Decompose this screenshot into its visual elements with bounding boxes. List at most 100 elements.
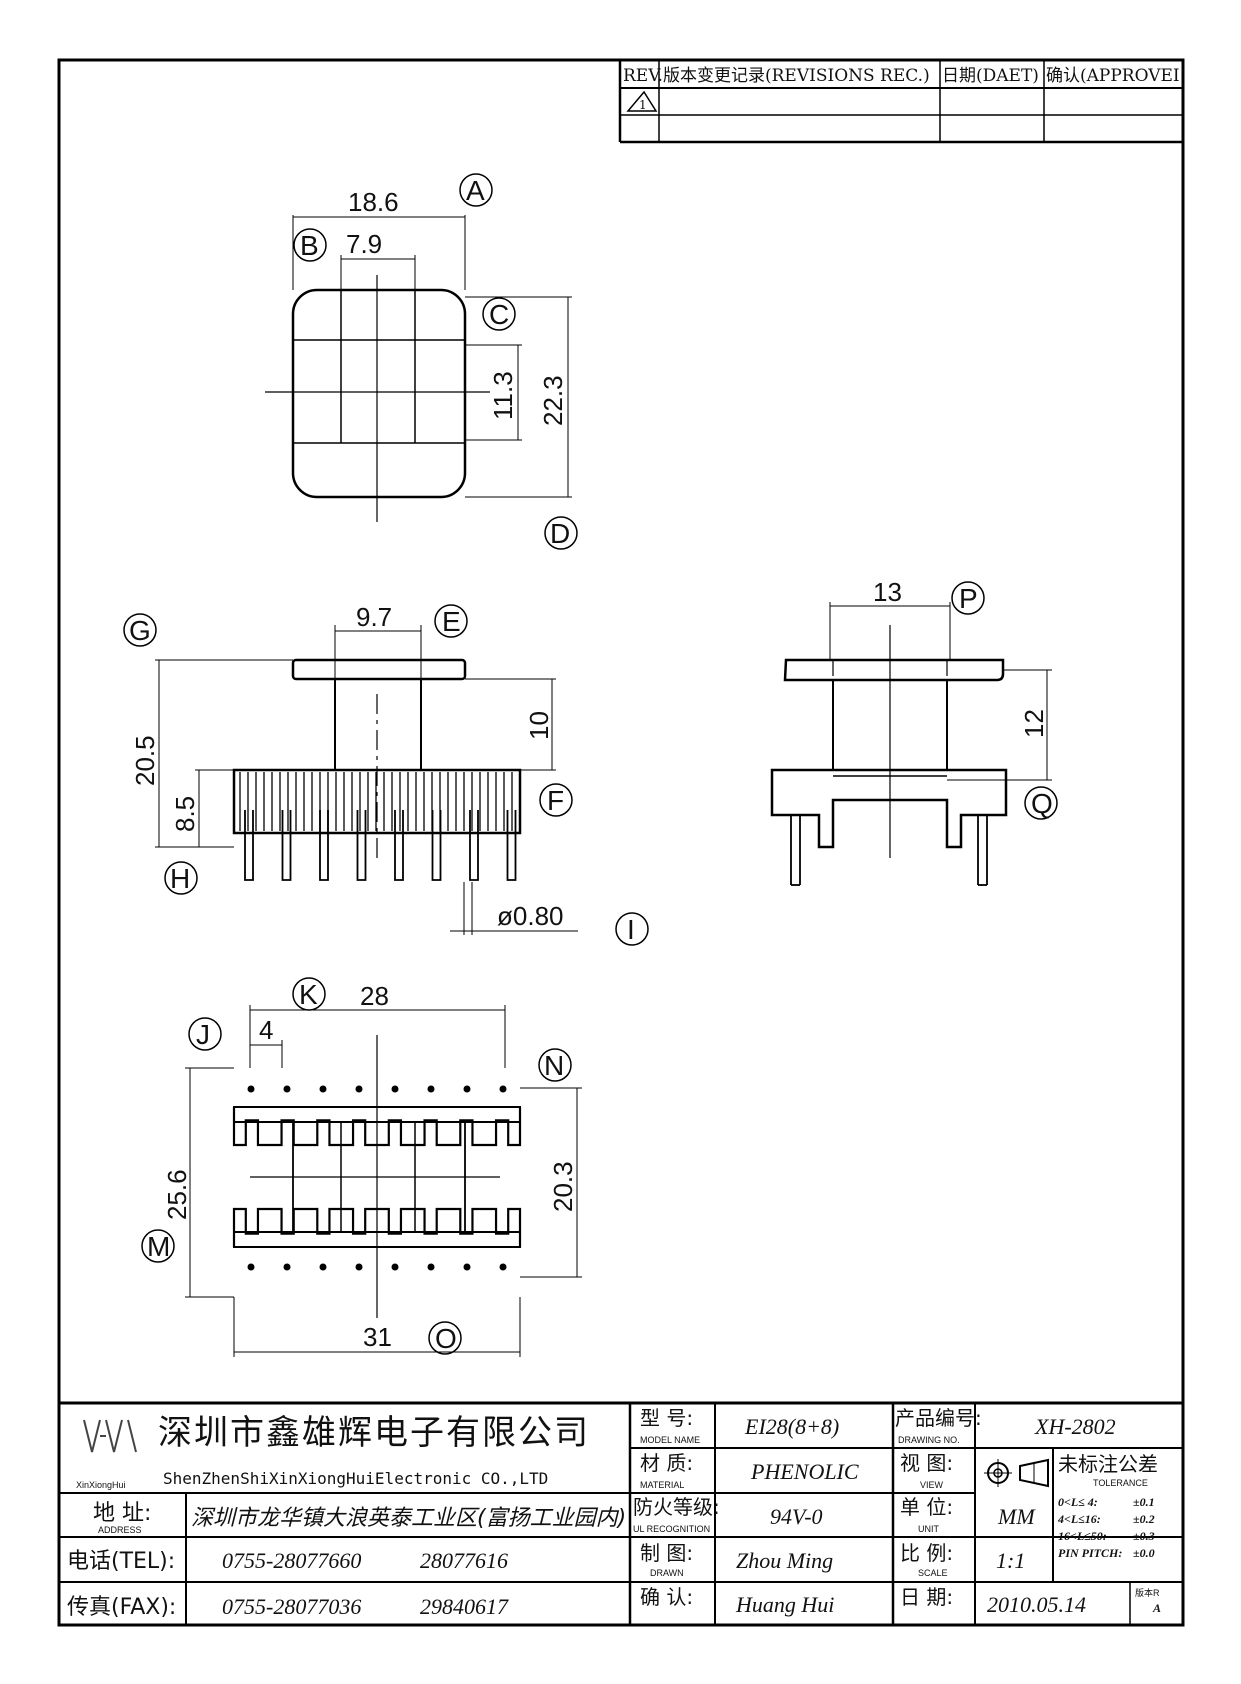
drawn-value: Zhou Ming: [736, 1548, 833, 1573]
bottom-view: [141, 977, 582, 1357]
label-b: B: [300, 230, 319, 261]
top-view: [265, 173, 578, 550]
address-label-en: ADDRESS: [98, 1525, 142, 1535]
dim-base-height: 8.5: [170, 796, 200, 832]
drawn-label-en: DRAWN: [650, 1568, 684, 1578]
model-label: 型 号:: [640, 1406, 693, 1430]
version-value: A: [1152, 1601, 1161, 1615]
pin-hole: [499, 1085, 507, 1093]
dim-top-width: 18.6: [348, 187, 399, 217]
pin-hole: [283, 1263, 291, 1271]
tolerance-range: 0<L≤ 4:: [1058, 1495, 1098, 1509]
drawing-no-label: 产品编号:: [895, 1406, 982, 1430]
tolerance-value: ±0.0: [1133, 1546, 1155, 1560]
revisions-header: 版本变更记录(REVISIONS REC.): [663, 66, 930, 86]
dim-side-height: 12: [1019, 709, 1049, 738]
dim-bottom-inner-height: 20.3: [548, 1161, 578, 1212]
pin: [356, 810, 367, 881]
company-name-cn: 深圳市鑫雄辉电子有限公司: [158, 1413, 590, 1453]
label-h: H: [170, 863, 190, 894]
revision-mark: 1: [639, 98, 647, 112]
pin-hole: [391, 1085, 399, 1093]
pin-hole: [427, 1085, 435, 1093]
logo-text: XinXiongHui: [76, 1480, 126, 1490]
tolerance-range: 16<L≤50:: [1058, 1529, 1107, 1543]
company-logo-icon: [83, 1419, 137, 1453]
dim-top-height: 22.3: [538, 375, 568, 426]
pin-hole: [463, 1263, 471, 1271]
scale-value: 1:1: [996, 1548, 1025, 1573]
projection-trapezoid-icon: [1019, 1458, 1049, 1488]
label-a: A: [466, 175, 485, 206]
side-view: [770, 581, 1058, 886]
rev-header: REV.: [623, 66, 663, 86]
pin-hole: [391, 1263, 399, 1271]
model-label-en: MODEL NAME: [640, 1435, 700, 1445]
material-label: 材 质:: [640, 1451, 693, 1475]
address-label: 地 址:: [93, 1501, 151, 1526]
label-q: Q: [1031, 788, 1053, 819]
pin: [244, 810, 254, 881]
tolerance-range: 4<L≤16:: [1057, 1512, 1101, 1526]
dim-upper-height: 10: [524, 711, 554, 740]
tel-number-1: 0755-28077660: [222, 1548, 361, 1573]
fax-number-1: 0755-28077036: [222, 1594, 361, 1619]
model-value: EI28(8+8): [744, 1414, 839, 1439]
dim-front-height: 20.5: [130, 735, 160, 786]
label-c: C: [489, 299, 509, 330]
pin: [281, 810, 292, 881]
label-f: F: [547, 785, 564, 816]
pin: [319, 810, 329, 881]
version-label: 版本R: [1135, 1587, 1160, 1598]
view-label-en: VIEW: [920, 1480, 944, 1490]
date-header: 日期(DAET): [942, 66, 1039, 86]
pin-hole: [247, 1263, 255, 1271]
tel-number-2: 28077616: [420, 1548, 508, 1573]
pin-hole: [283, 1085, 291, 1093]
label-d: D: [550, 518, 570, 549]
scale-label: 比 例:: [900, 1541, 953, 1565]
pin-hole: [247, 1085, 255, 1093]
drawing-no-label-en: DRAWING NO.: [898, 1435, 960, 1445]
pin-hole: [355, 1263, 363, 1271]
label-o: O: [435, 1323, 457, 1354]
label-n: N: [544, 1050, 564, 1081]
pin: [431, 810, 442, 881]
label-g: G: [129, 615, 151, 646]
unit-label: 单 位:: [900, 1495, 953, 1519]
pin-hole: [463, 1085, 471, 1093]
unit-value: MM: [997, 1504, 1036, 1529]
material-label-en: MATERIAL: [640, 1480, 684, 1490]
label-j: J: [196, 1019, 210, 1050]
approve-header: 确认(APPROVEI: [1046, 66, 1180, 86]
tel-label: 电话(TEL):: [67, 1549, 175, 1574]
pin-hole: [499, 1263, 507, 1271]
pin: [394, 810, 404, 881]
tolerance-label: 未标注公差: [1058, 1452, 1158, 1476]
date-label: 日 期:: [900, 1585, 953, 1609]
fax-number-2: 29840617: [420, 1594, 509, 1619]
dim-bottom-width: 31: [363, 1322, 392, 1352]
confirm-value: Huang Hui: [735, 1592, 834, 1617]
dim-side-width: 13: [873, 577, 902, 607]
pin-hole: [355, 1085, 363, 1093]
dim-pin-span: 28: [360, 981, 389, 1011]
dim-pin-diameter: ø0.80: [497, 901, 564, 931]
view-label: 视 图:: [900, 1451, 953, 1475]
revision-triangle-icon: [626, 90, 658, 112]
address-value: 深圳市龙华镇大浪英泰工业区(富扬工业园内): [191, 1506, 626, 1531]
tolerance-value: ±0.2: [1133, 1512, 1155, 1526]
label-i: I: [627, 914, 635, 945]
drawing-no-value: XH-2802: [1034, 1414, 1116, 1439]
dim-bottom-height: 25.6: [162, 1169, 192, 1220]
dim-top-inner-width: 7.9: [346, 229, 382, 259]
front-view: [123, 604, 649, 946]
confirm-label: 确 认:: [640, 1585, 693, 1609]
tolerance-range: PIN PITCH:: [1058, 1546, 1122, 1560]
drawn-label: 制 图:: [640, 1541, 693, 1565]
revision-table: [618, 60, 1183, 144]
dim-flange-width: 9.7: [356, 602, 392, 632]
label-k: K: [299, 979, 318, 1010]
